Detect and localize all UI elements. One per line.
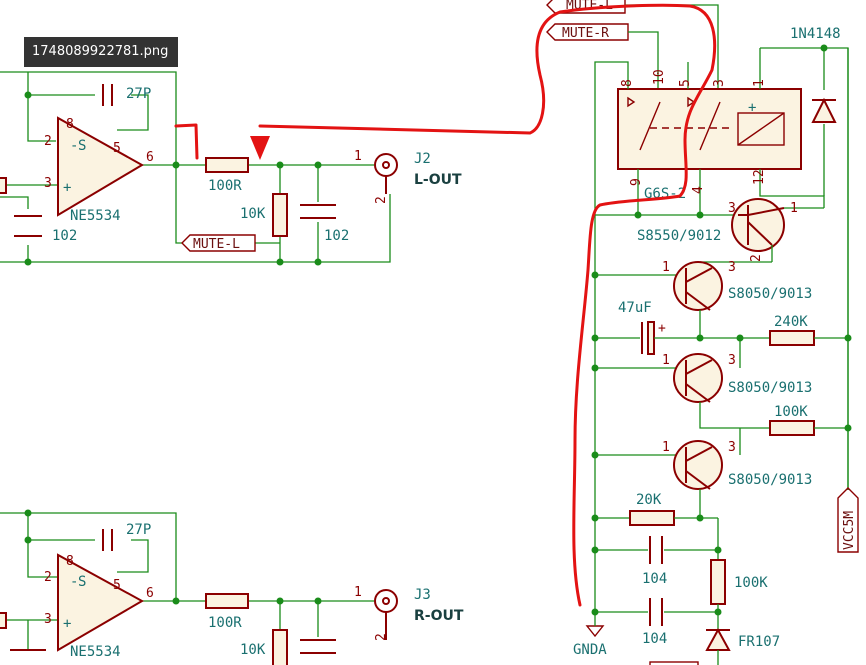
svg-text:5: 5 — [678, 79, 693, 87]
svg-text:1: 1 — [662, 440, 670, 455]
svg-text:2: 2 — [374, 196, 389, 204]
svg-text:1: 1 — [790, 201, 798, 216]
annotations — [174, 3, 717, 607]
svg-text:8: 8 — [66, 117, 74, 132]
svg-text:S: S — [78, 574, 86, 590]
svg-text:+: + — [658, 321, 666, 336]
svg-text:VCC5M: VCC5M — [842, 511, 857, 550]
svg-text:S8050/9013: S8050/9013 — [728, 472, 812, 488]
svg-text:MUTE-L: MUTE-L — [193, 237, 240, 252]
svg-text:20K: 20K — [636, 492, 662, 508]
svg-text:J2: J2 — [414, 151, 431, 167]
svg-text:10K: 10K — [240, 206, 266, 222]
svg-text:47uF: 47uF — [618, 300, 652, 316]
annotation-arrow-line — [258, 3, 717, 607]
svg-text:1: 1 — [662, 353, 670, 368]
svg-text:S8550/9012: S8550/9012 — [637, 228, 721, 244]
svg-text:MUTE-R: MUTE-R — [562, 26, 609, 41]
svg-text:1: 1 — [354, 585, 362, 600]
svg-text:10: 10 — [652, 69, 667, 85]
svg-text:+: + — [63, 180, 71, 196]
svg-text:S8050/9013: S8050/9013 — [728, 380, 812, 396]
svg-text:100K: 100K — [734, 575, 768, 591]
svg-text:100K: 100K — [774, 404, 808, 420]
svg-text:R-OUT: R-OUT — [414, 608, 464, 624]
filename-badge: 1748089922781.png — [24, 37, 178, 67]
opamp-label: NE5534 — [70, 208, 121, 224]
svg-text:-: - — [70, 574, 78, 590]
left-top-channel: - + S 2 3 6 8 5 NE5534 27P 102 100R 10K … — [0, 71, 462, 266]
annotation-tick — [174, 123, 199, 160]
svg-text:5: 5 — [113, 141, 121, 156]
svg-text:6: 6 — [146, 586, 154, 601]
annotation-arrowhead — [250, 136, 270, 160]
svg-text:+: + — [63, 616, 71, 632]
svg-text:3: 3 — [728, 440, 736, 455]
transistor-pnp — [731, 198, 785, 252]
svg-text:+: + — [748, 100, 756, 116]
svg-text:S: S — [78, 138, 86, 154]
svg-text:1: 1 — [662, 260, 670, 275]
svg-text:3: 3 — [728, 353, 736, 368]
transistor-npn-1 — [673, 261, 723, 311]
transistor-npn-3 — [673, 440, 723, 490]
right-mute-circuit: MUTE-L MUTE-R + 8 10 5 3 1 9 4 12 G6S-2 — [546, 0, 859, 665]
svg-text:100R: 100R — [208, 178, 242, 194]
svg-text:3: 3 — [728, 201, 736, 216]
svg-text:100R: 100R — [208, 615, 242, 631]
svg-text:1N4148: 1N4148 — [790, 26, 841, 42]
svg-text:-: - — [70, 138, 78, 154]
svg-text:8: 8 — [620, 79, 635, 87]
svg-text:GNDA: GNDA — [573, 642, 607, 658]
svg-text:27P: 27P — [126, 522, 151, 538]
svg-text:104: 104 — [642, 571, 667, 587]
svg-text:3: 3 — [712, 79, 727, 87]
connector-j2 — [374, 153, 398, 177]
svg-text:3: 3 — [44, 612, 52, 627]
svg-text:6: 6 — [146, 150, 154, 165]
svg-text:2: 2 — [374, 633, 389, 641]
svg-text:3: 3 — [44, 176, 52, 191]
svg-text:S8050/9013: S8050/9013 — [728, 286, 812, 302]
svg-text:4: 4 — [691, 186, 706, 194]
svg-text:12: 12 — [752, 169, 767, 185]
resistor-10k — [272, 193, 288, 237]
transistor-npn-2 — [673, 353, 723, 403]
resistor-100r — [205, 157, 249, 173]
svg-text:8: 8 — [66, 554, 74, 569]
svg-text:240K: 240K — [774, 314, 808, 330]
svg-text:102: 102 — [324, 228, 349, 244]
svg-text:2: 2 — [44, 134, 52, 149]
svg-text:2: 2 — [749, 254, 764, 262]
svg-text:10K: 10K — [240, 642, 266, 658]
svg-text:FR107: FR107 — [738, 634, 780, 650]
svg-text:NE5534: NE5534 — [70, 644, 121, 660]
svg-text:J3: J3 — [414, 587, 431, 603]
svg-text:5: 5 — [113, 578, 121, 593]
svg-text:104: 104 — [642, 631, 667, 647]
svg-text:2: 2 — [44, 570, 52, 585]
svg-text:102: 102 — [52, 228, 77, 244]
connector-j3 — [374, 589, 398, 613]
svg-text:27P: 27P — [126, 86, 151, 102]
svg-text:3: 3 — [728, 260, 736, 275]
svg-text:1: 1 — [752, 79, 767, 87]
svg-text:9: 9 — [629, 178, 644, 186]
svg-text:L-OUT: L-OUT — [414, 172, 462, 188]
opamp-symbol — [57, 116, 145, 217]
svg-text:1: 1 — [354, 149, 362, 164]
left-bottom-channel: - + S 2 3 6 8 5 NE5534 27P 100R 10K 1 2 … — [0, 509, 464, 665]
